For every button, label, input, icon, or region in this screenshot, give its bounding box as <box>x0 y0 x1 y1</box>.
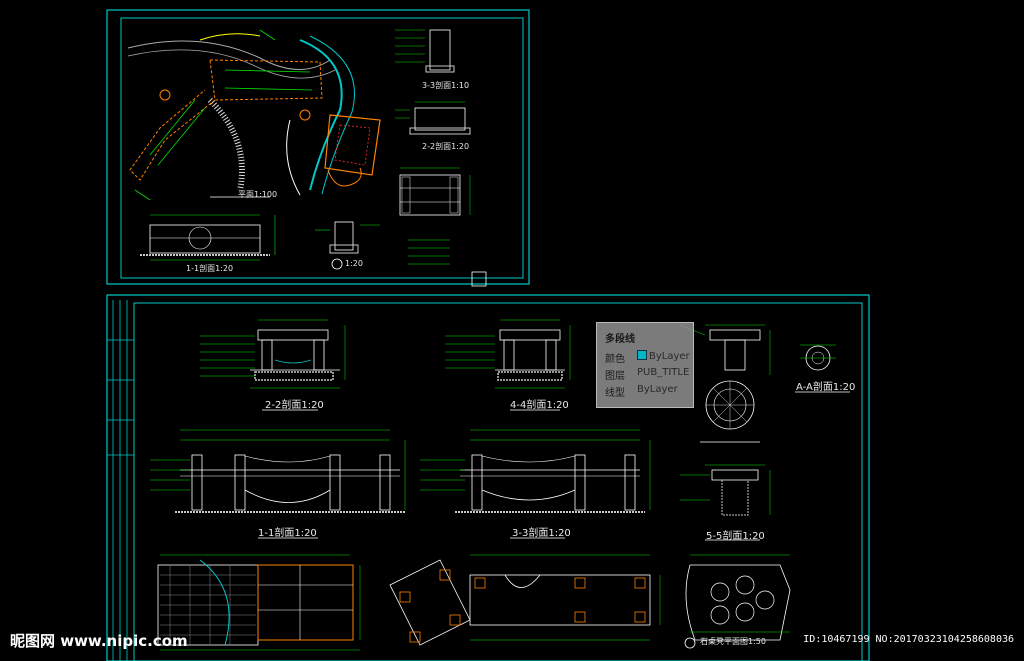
section-1-1 <box>150 429 406 539</box>
title-2-2: 2-2剖面1:20 <box>265 400 324 411</box>
top-sheet-outer-frame <box>106 9 530 285</box>
image-id-text: ID:10467199 NO:20170323104258608036 <box>803 634 1014 645</box>
title-plan-top: 平面1:100 <box>238 190 278 199</box>
tooltip-linetype-label: 线型 <box>605 388 625 399</box>
tooltip-color-label: 颜色 <box>605 354 625 365</box>
color-swatch-icon <box>637 350 647 360</box>
section-3-3-top <box>395 29 455 73</box>
title-3-3-top: 3-3剖面1:10 <box>422 81 470 90</box>
top-sheet-inner-frame <box>120 17 524 279</box>
tooltip-linetype-value: ByLayer <box>637 384 678 395</box>
tooltip-color-value: ByLayer <box>649 351 690 362</box>
title-4-4: 4-4剖面1:20 <box>510 400 569 411</box>
title-2-2-top: 2-2剖面1:20 <box>422 142 470 151</box>
tooltip-layer-value: PUB_TITLE <box>637 367 690 378</box>
section-a-a <box>795 344 850 393</box>
watermark: 昵图网 www.nipic.com <box>10 632 188 650</box>
title-a-a: A-A剖面1:20 <box>796 382 856 393</box>
top-sheet <box>106 9 530 287</box>
property-tooltip: 多段线 颜色 ByLayer 图层 PUB_TITLE 线型 ByLayer <box>596 322 694 408</box>
section-2-2-top <box>395 101 471 135</box>
table-stool-plan <box>684 554 791 649</box>
tooltip-layer-label: 图层 <box>605 371 625 382</box>
pick-box <box>471 271 487 287</box>
title-5-5: 5-5剖面1:20 <box>706 531 765 542</box>
bottom-sheet-inner-frame <box>133 302 863 661</box>
bottom-sheet <box>106 294 870 661</box>
title-detail-top: 1:20 <box>345 259 363 268</box>
bottom-sheet-outer-frame <box>106 294 870 661</box>
title-1-1-top: 1-1剖面1:20 <box>186 264 234 273</box>
tooltip-title: 多段线 <box>605 334 635 345</box>
tooltip-color-value-wrap: ByLayer <box>637 350 690 362</box>
title-1-1: 1-1剖面1:20 <box>258 528 317 539</box>
bench-plan-top <box>399 167 471 265</box>
section-5-5 <box>680 464 771 541</box>
section-3-3 <box>420 429 651 539</box>
bench-plan <box>389 554 661 646</box>
paving-plan <box>157 554 361 651</box>
title-table-stool: 石桌凳平面图1:50 <box>700 637 766 646</box>
section-2-2 <box>200 319 346 411</box>
site-plan <box>127 29 381 201</box>
detail-1-20-top <box>315 221 380 270</box>
title-3-3: 3-3剖面1:20 <box>512 528 571 539</box>
section-1-1-top <box>140 214 276 261</box>
title-strip <box>107 300 134 661</box>
section-4-4 <box>445 319 571 411</box>
